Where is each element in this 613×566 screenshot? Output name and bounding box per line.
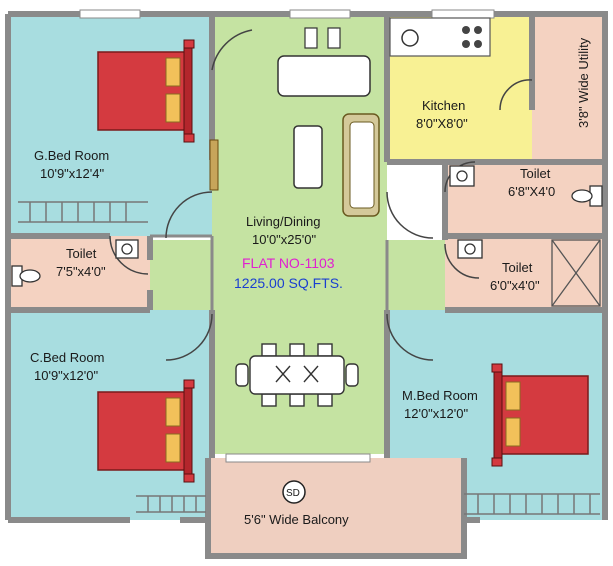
flat-area: 1225.00 SQ.FTS. [234, 275, 343, 291]
sd-label: SD [286, 488, 300, 499]
dining-set [235, 343, 359, 407]
toilet-left-size: 7'5"x4'0" [56, 264, 106, 279]
window-g-bed [79, 9, 141, 19]
g-bed-room-name: G.Bed Room [34, 148, 109, 163]
kitchen-sink [401, 29, 419, 47]
toilet-kitchen-name: Toilet [520, 166, 551, 181]
toilet-right-size: 6'0"x4'0" [490, 278, 540, 293]
living-wing-right [387, 240, 445, 310]
balcony-door [225, 453, 371, 463]
utility-name: 3'8" Wide Utility [576, 37, 591, 128]
wardrobe-m-room [464, 493, 600, 515]
kitchen-name: Kitchen [422, 98, 465, 113]
m-bed-room-name: M.Bed Room [402, 388, 478, 403]
shower-area [551, 239, 601, 307]
flat-number: FLAT NO-1103 [242, 255, 335, 271]
living-wing-left [150, 240, 212, 310]
thin-walls [150, 234, 389, 310]
g-bed-room-size: 10'9"x12'4" [40, 166, 104, 181]
dining-chairs-top [304, 27, 341, 49]
living-dining-name: Living/Dining [246, 214, 320, 229]
balcony-name: 5'6" Wide Balcony [244, 512, 349, 527]
window-kitchen [431, 9, 495, 19]
toilet-fittings [11, 165, 603, 287]
c-bed-room-size: 10'9"x12'0" [34, 368, 98, 383]
bed-c-room [97, 379, 195, 483]
living-dining-size: 10'0"x25'0" [252, 232, 316, 247]
m-bed-room-size: 12'0"x12'0" [404, 406, 468, 421]
coffee-table [293, 125, 323, 189]
toilet-kitchen-size: 6'8"X4'0 [508, 184, 555, 199]
counter-table [277, 55, 371, 97]
toilet-right-name: Toilet [502, 260, 533, 275]
wardrobe-c-room [136, 495, 206, 513]
wardrobe-g-room [18, 201, 148, 223]
utility-floor [532, 14, 605, 162]
window-living [289, 9, 351, 19]
tv-unit [209, 139, 219, 191]
kitchen-size: 8'0"X8'0" [416, 116, 468, 131]
bed-m-room [491, 363, 589, 467]
sd-marker [282, 480, 306, 504]
balcony-floor [208, 458, 464, 556]
bed-g-room [97, 39, 195, 143]
toilet-left-name: Toilet [66, 246, 97, 261]
c-bed-room-name: C.Bed Room [30, 350, 104, 365]
gas-stove [462, 26, 482, 48]
sofa-seat [349, 121, 375, 209]
